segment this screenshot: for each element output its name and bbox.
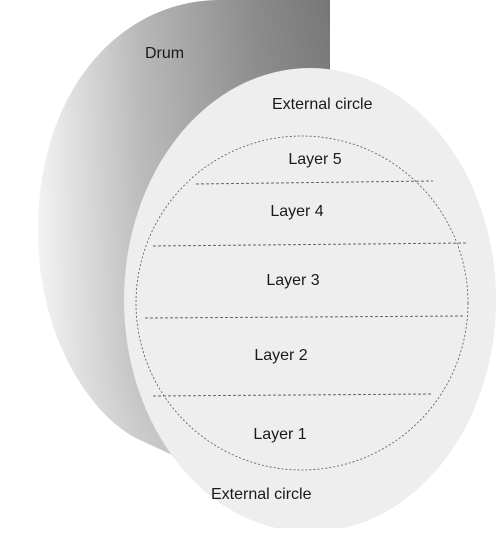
layer-2-label: Layer 2 <box>254 347 308 364</box>
layer-1-label: Layer 1 <box>253 426 307 443</box>
layer-divider-3-2 <box>144 315 466 319</box>
external-circle-top-label: External circle <box>272 96 373 113</box>
layer-divider-5-4 <box>195 180 434 185</box>
layer-divider-2-1 <box>152 393 433 397</box>
layer-4-label: Layer 4 <box>270 203 324 220</box>
layer-5-label: Layer 5 <box>288 151 342 168</box>
layer-3-label: Layer 3 <box>266 272 320 289</box>
drum-label: Drum <box>145 45 185 62</box>
drum-face <box>124 68 496 532</box>
external-circle-outline <box>135 135 469 471</box>
layer-divider-4-3 <box>152 242 467 247</box>
external-circle-bottom-label: External circle <box>211 486 312 503</box>
